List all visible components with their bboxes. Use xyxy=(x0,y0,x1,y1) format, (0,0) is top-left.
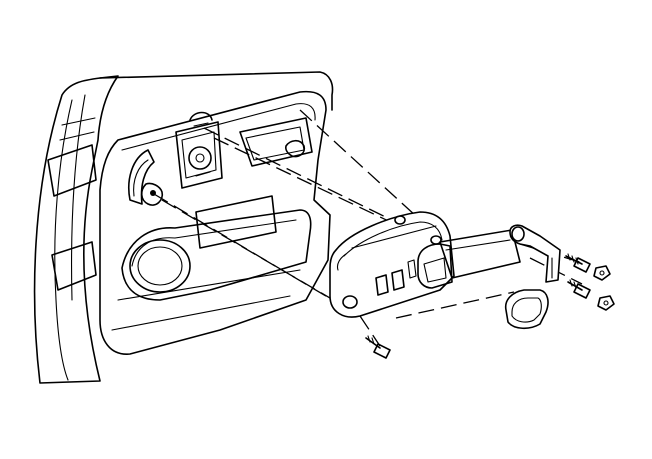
door-inner-panel xyxy=(99,90,331,355)
push-nut-lower xyxy=(597,295,615,311)
screw-lower xyxy=(567,279,591,299)
handle-arm xyxy=(509,224,561,283)
speaker-opening xyxy=(129,239,191,293)
switch-cutouts xyxy=(375,259,417,296)
door-latch-mechanism xyxy=(140,111,223,206)
screw-upper xyxy=(565,253,591,273)
window-regulator-handle-bracket xyxy=(128,149,155,205)
pull-handle-insert xyxy=(504,289,549,330)
pull-cup-housing xyxy=(417,229,521,289)
mounting-screws xyxy=(365,253,591,359)
door-frame xyxy=(33,71,334,384)
trim-bezel xyxy=(329,211,455,318)
push-nuts xyxy=(593,265,615,311)
screw-bottom xyxy=(365,335,391,359)
push-nut-upper xyxy=(593,265,611,281)
